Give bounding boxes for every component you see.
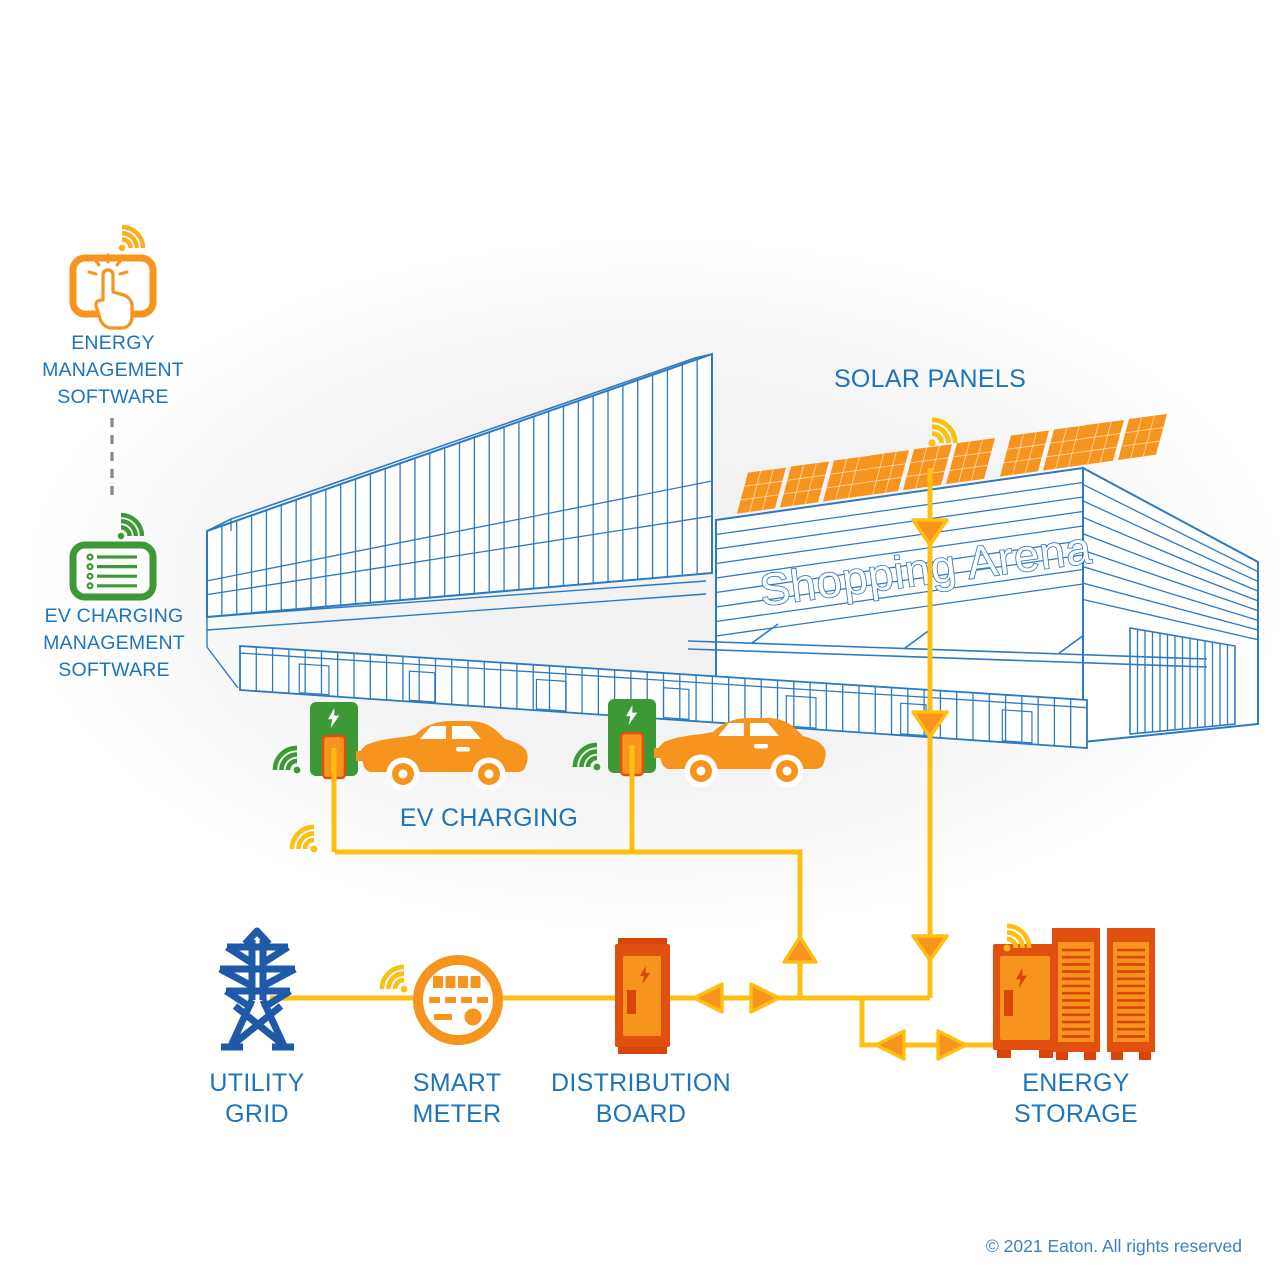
label-line: GRID bbox=[225, 1100, 289, 1128]
smart-meter-icon bbox=[413, 955, 503, 1045]
tap-hand-icon bbox=[94, 268, 134, 330]
battery-cabinet-icon bbox=[993, 928, 1155, 1060]
arrow-down-icon bbox=[911, 934, 949, 962]
ev-charging-label: EV CHARGING bbox=[399, 804, 579, 832]
ev-charging-management-software-label: EV CHARGING MANAGEMENT SOFTWARE bbox=[43, 603, 185, 684]
arrow-up-icon bbox=[782, 935, 818, 964]
label-line: SMART bbox=[412, 1069, 502, 1097]
solar-panel-icon bbox=[737, 413, 1167, 514]
distribution-cabinet-icon bbox=[615, 938, 670, 1054]
smart-meter-label: SMART METER bbox=[413, 1068, 502, 1130]
checklist-screen-icon bbox=[69, 511, 157, 601]
arrow-left-icon bbox=[874, 1029, 906, 1061]
arrow-left-icon bbox=[692, 982, 724, 1014]
label-line: UTILITY bbox=[209, 1069, 305, 1097]
utility-grid-label: UTILITY GRID bbox=[209, 1068, 304, 1130]
energy-management-software-label: ENERGY MANAGEMENT SOFTWARE bbox=[42, 330, 184, 411]
distribution-board-label: DISTRIBUTION BOARD bbox=[551, 1068, 731, 1130]
transmission-tower-icon bbox=[218, 927, 297, 1051]
label-line: ENERGY bbox=[71, 332, 155, 354]
label-line: EV CHARGING bbox=[44, 605, 184, 627]
arrow-right-icon bbox=[936, 1029, 968, 1061]
copyright-text: © 2021 Eaton. All rights reserved bbox=[985, 1236, 1242, 1256]
label-line: ENERGY bbox=[1022, 1069, 1130, 1097]
flow-arrows bbox=[692, 518, 968, 1061]
label-line: MANAGEMENT bbox=[42, 359, 184, 381]
label-line: MANAGEMENT bbox=[43, 632, 185, 654]
solar-panels-label: SOLAR PANELS bbox=[833, 365, 1027, 393]
tap-rays-icon bbox=[87, 253, 129, 276]
arrow-down-icon bbox=[911, 518, 949, 547]
energy-storage-label: ENERGY STORAGE bbox=[1014, 1068, 1138, 1130]
arrow-down-icon bbox=[911, 710, 949, 739]
label-line: SOFTWARE bbox=[58, 659, 170, 681]
label-line: SOFTWARE bbox=[57, 386, 169, 408]
arrow-right-icon bbox=[749, 982, 781, 1014]
shopping-arena-building bbox=[206, 352, 1259, 749]
label-line: DISTRIBUTION bbox=[551, 1069, 731, 1097]
touchscreen-tap-icon bbox=[69, 223, 157, 330]
label-line: BOARD bbox=[595, 1100, 687, 1128]
label-line: STORAGE bbox=[1014, 1100, 1138, 1128]
label-line: METER bbox=[412, 1100, 502, 1128]
list-rows bbox=[86, 553, 137, 590]
